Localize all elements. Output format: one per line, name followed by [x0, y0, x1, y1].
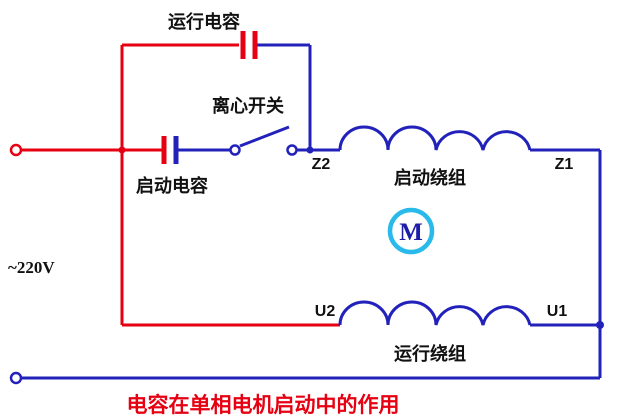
red-wires [21, 43, 340, 327]
terminal-u1-label: U1 [547, 303, 568, 320]
junction-dot-left [118, 146, 126, 154]
start-capacitor-label: 启动电容 [136, 175, 208, 196]
terminal-z2-label: Z2 [312, 156, 331, 173]
run-winding-label: 运行绕组 [394, 343, 466, 364]
supply-terminal-top [9, 143, 23, 157]
centrifugal-switch-symbol [229, 125, 298, 156]
motor-symbol: M [387, 207, 435, 255]
start-winding-coil [338, 125, 532, 151]
run-winding-coil [338, 300, 532, 326]
supply-terminal-bottom [9, 371, 23, 385]
motor-ring [387, 207, 435, 255]
terminal-z1-label: Z1 [555, 156, 574, 173]
supply-voltage-label: ~220V [8, 258, 55, 277]
blue-wires [21, 43, 602, 380]
centrifugal-switch-label: 离心开关 [212, 95, 284, 116]
run-capacitor-symbol [240, 31, 258, 59]
terminal-u2-label: U2 [315, 303, 336, 320]
junction-dot-u1 [596, 321, 604, 329]
start-capacitor-symbol [161, 136, 179, 164]
motor-letter: M [399, 219, 423, 246]
switch-contact-left [229, 144, 241, 156]
run-capacitor-label: 运行电容 [168, 11, 240, 32]
start-winding-label: 启动绕组 [394, 167, 466, 188]
switch-lever [239, 125, 290, 148]
switch-contact-right [286, 144, 298, 156]
junction-dot-z2 [306, 146, 314, 154]
diagram-caption: 电容在单相电机启动中的作用 [127, 393, 400, 415]
